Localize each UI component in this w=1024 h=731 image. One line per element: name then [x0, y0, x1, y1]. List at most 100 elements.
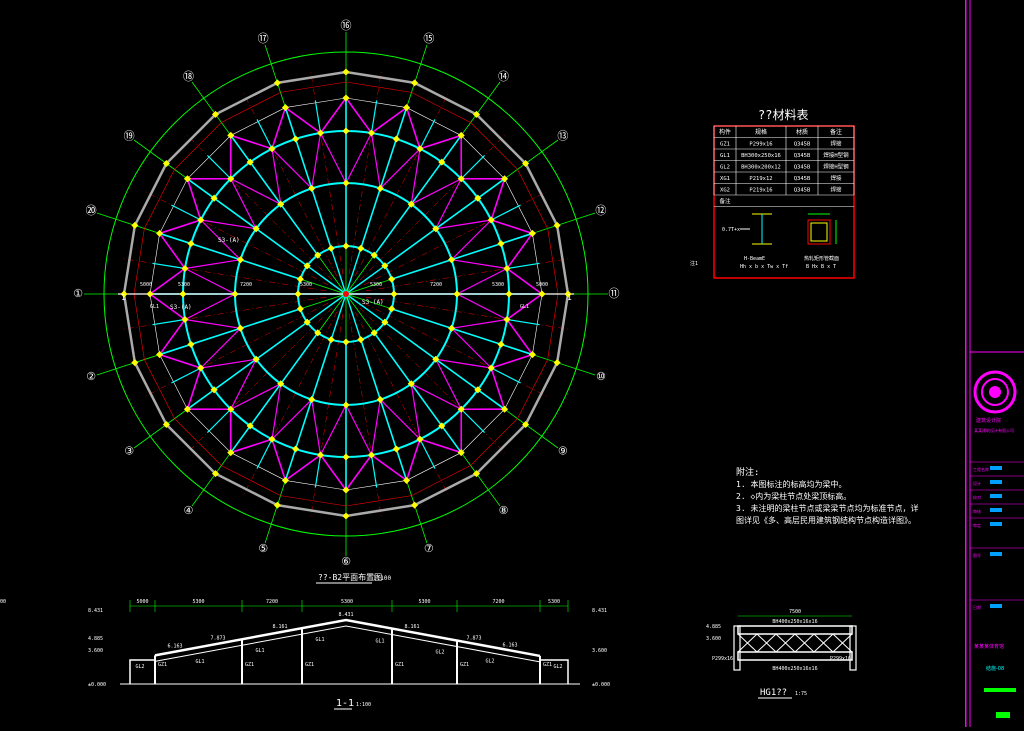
node-marker [388, 305, 396, 313]
beam-label: GL1 [375, 638, 384, 644]
node-marker [197, 364, 205, 372]
table-cell: XG2 [720, 188, 730, 194]
node-marker [231, 290, 239, 298]
radial-beam [284, 107, 332, 249]
table-cell: Q345B [794, 142, 811, 148]
plan-dimension: 7200 [430, 282, 442, 288]
diagonal-brace [451, 259, 508, 270]
column-label: GZ1 [305, 662, 314, 668]
node-marker [294, 290, 302, 298]
node-marker [268, 435, 276, 443]
notes-heading: 附注: [736, 466, 759, 478]
box-section-caption: 热轧矩形管截面 [804, 255, 839, 262]
node-marker [146, 290, 154, 298]
plan-title: ??-B2平面布置图 [318, 572, 382, 582]
diagonal-brace [200, 327, 241, 369]
radial-beam [391, 308, 533, 356]
title-block-field: 日期 [973, 604, 981, 610]
axis-label: ⑪ [609, 287, 620, 300]
radial-beam [314, 454, 322, 488]
radial-beam [314, 100, 322, 134]
section-dimension: 5300 [418, 599, 430, 605]
member-label-right: GL1 [520, 304, 529, 310]
table-cell: GL1 [720, 153, 730, 159]
note-line-4: 图详见《多、高层民用建筑钢结构节点构造详图》。 [736, 515, 916, 525]
node-marker [403, 476, 411, 484]
hg-scale: 1:75 [795, 691, 807, 697]
node-marker [179, 290, 187, 298]
column-label: GZ1 [158, 662, 167, 668]
hg-left-post [733, 625, 741, 671]
section-dimension: 5300 [192, 599, 204, 605]
node-marker [342, 512, 350, 520]
note-line-2: 2. ◇内为梁柱节点处梁顶标高。 [736, 491, 851, 501]
radial-beam [186, 321, 308, 410]
table-cell: P219x16 [749, 188, 772, 194]
title-block-field: 工程名称 [973, 466, 989, 472]
diagonal-brace [184, 259, 241, 270]
table-cell: 焊接 [830, 174, 842, 182]
axis-label: ⑭ [498, 70, 509, 83]
node-marker [156, 229, 164, 237]
node-marker [131, 359, 139, 367]
hg-elev-a: 4.885 [706, 624, 721, 630]
node-marker [246, 158, 254, 166]
radial-beam [384, 321, 506, 410]
node-marker [187, 340, 195, 348]
node-marker [564, 290, 572, 298]
title-block-value [990, 480, 1002, 484]
node-marker [273, 501, 281, 509]
node-marker [162, 159, 170, 168]
beam-label: GL2 [435, 649, 444, 655]
node-marker [497, 240, 505, 248]
title-block-field: 图号 [973, 552, 981, 558]
diagonal-brace [319, 404, 347, 456]
node-marker [390, 290, 398, 298]
node-marker [327, 244, 335, 252]
beam-elevation: 8.161 [272, 624, 287, 630]
radial-beam [373, 134, 462, 256]
node-marker [392, 135, 400, 143]
hg-web [832, 633, 853, 653]
h-section-sub: Hh x b x Tw x Tf [740, 264, 788, 270]
axis-label: ⑰ [258, 32, 269, 45]
radial-beam [490, 204, 521, 221]
node-marker [183, 175, 191, 183]
axis-label: ② [86, 370, 96, 383]
node-marker [416, 145, 424, 153]
roof-beam [154, 618, 541, 658]
diagonal-brace [230, 178, 282, 205]
diagonal-brace [311, 132, 322, 189]
section-dimension: 5300 [341, 599, 353, 605]
beam-label: GL1 [315, 637, 324, 643]
node-marker [457, 131, 465, 139]
node-marker [227, 131, 235, 139]
title-block-value [990, 508, 1002, 512]
axis-label: ⑫ [595, 204, 606, 217]
table-cell: P219x12 [749, 176, 772, 182]
diagonal-brace [410, 383, 462, 410]
node-marker [327, 336, 335, 344]
plan-dimension: 5300 [370, 282, 382, 288]
diagonal-brace [435, 178, 462, 230]
node-marker [342, 68, 350, 76]
radial-beam [419, 438, 436, 469]
beam-label: GL1 [195, 659, 204, 665]
node-marker [370, 251, 378, 259]
radial-beam [206, 154, 232, 180]
node-marker [370, 329, 378, 337]
node-marker [367, 451, 376, 459]
node-marker [357, 336, 365, 344]
axis-label: ⑧ [499, 504, 509, 517]
annex-right [540, 659, 569, 684]
axis-label: ⑮ [423, 32, 434, 45]
table-cell: Q345B [794, 165, 811, 171]
node-marker [156, 351, 164, 359]
node-marker [538, 290, 546, 298]
node-marker [277, 380, 285, 388]
beam-elevation: 8.161 [404, 624, 419, 630]
diagonal-brace [200, 219, 241, 261]
radial-beam [360, 107, 408, 249]
